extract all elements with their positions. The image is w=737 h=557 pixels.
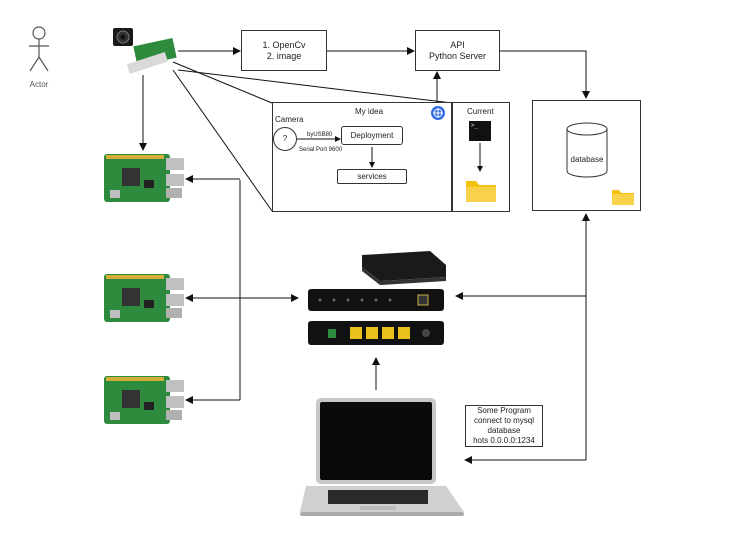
camera-module-icon [113,28,177,74]
api-box: API Python Server [415,30,500,71]
program-line3: database [487,426,521,435]
actor: Actor [22,25,56,89]
opencv-line1: 1. OpenCv [262,39,306,50]
services-node: services [337,169,407,184]
raspberry-pi-1 [102,150,186,205]
kubernetes-icon [431,106,445,120]
program-line2: connect to mysql [473,416,535,425]
opencv-box: 1. OpenCv 2. image [241,30,327,71]
actor-label: Actor [29,80,49,89]
raspberry-pi-3 [102,372,186,427]
raspberry-pi-icon [104,274,184,322]
router [300,247,450,353]
database-cylinder-icon [566,122,608,178]
program-line1: Some Program [477,406,531,415]
database-label: database [570,155,604,164]
opencv-line2: 2. image [266,50,302,61]
program-note: Some Program connect to mysql database h… [465,405,543,447]
camera-module [107,22,179,77]
program-line4: hots 0.0.0.0:1234 [473,436,535,445]
database-panel: database [532,100,641,211]
router-icon [308,251,446,345]
deployment-node: Deployment [341,126,403,145]
services-label: services [357,171,387,181]
laptop-icon [300,398,464,516]
actor-icon [29,26,49,72]
terminal-icon: >_ [469,121,491,141]
idea-panel: My idea Camera ? byUSB80 Serial Port 960… [272,102,452,212]
current-title: Current [467,107,494,116]
laptop [298,396,468,520]
edge-label-usb: byUSB80 [307,132,333,138]
deployment-label: Deployment [350,130,394,140]
camera-node-label: ? [282,134,288,143]
folder-icon [466,181,496,202]
folder-icon [612,190,634,205]
raspberry-pi-2 [102,270,186,325]
camera-node: ? [273,127,297,151]
camera-label: Camera [275,115,304,124]
edge-label-serial: Serial Port 9600 [299,147,343,153]
api-line2: Python Server [428,50,487,61]
edge-api-database [500,50,590,99]
terminal-prompt: >_ [471,122,479,129]
raspberry-pi-icon [104,376,184,424]
idea-title: My idea [355,107,384,116]
api-line1: API [450,39,465,50]
current-panel: Current >_ [452,102,510,212]
raspberry-pi-icon [104,154,184,202]
